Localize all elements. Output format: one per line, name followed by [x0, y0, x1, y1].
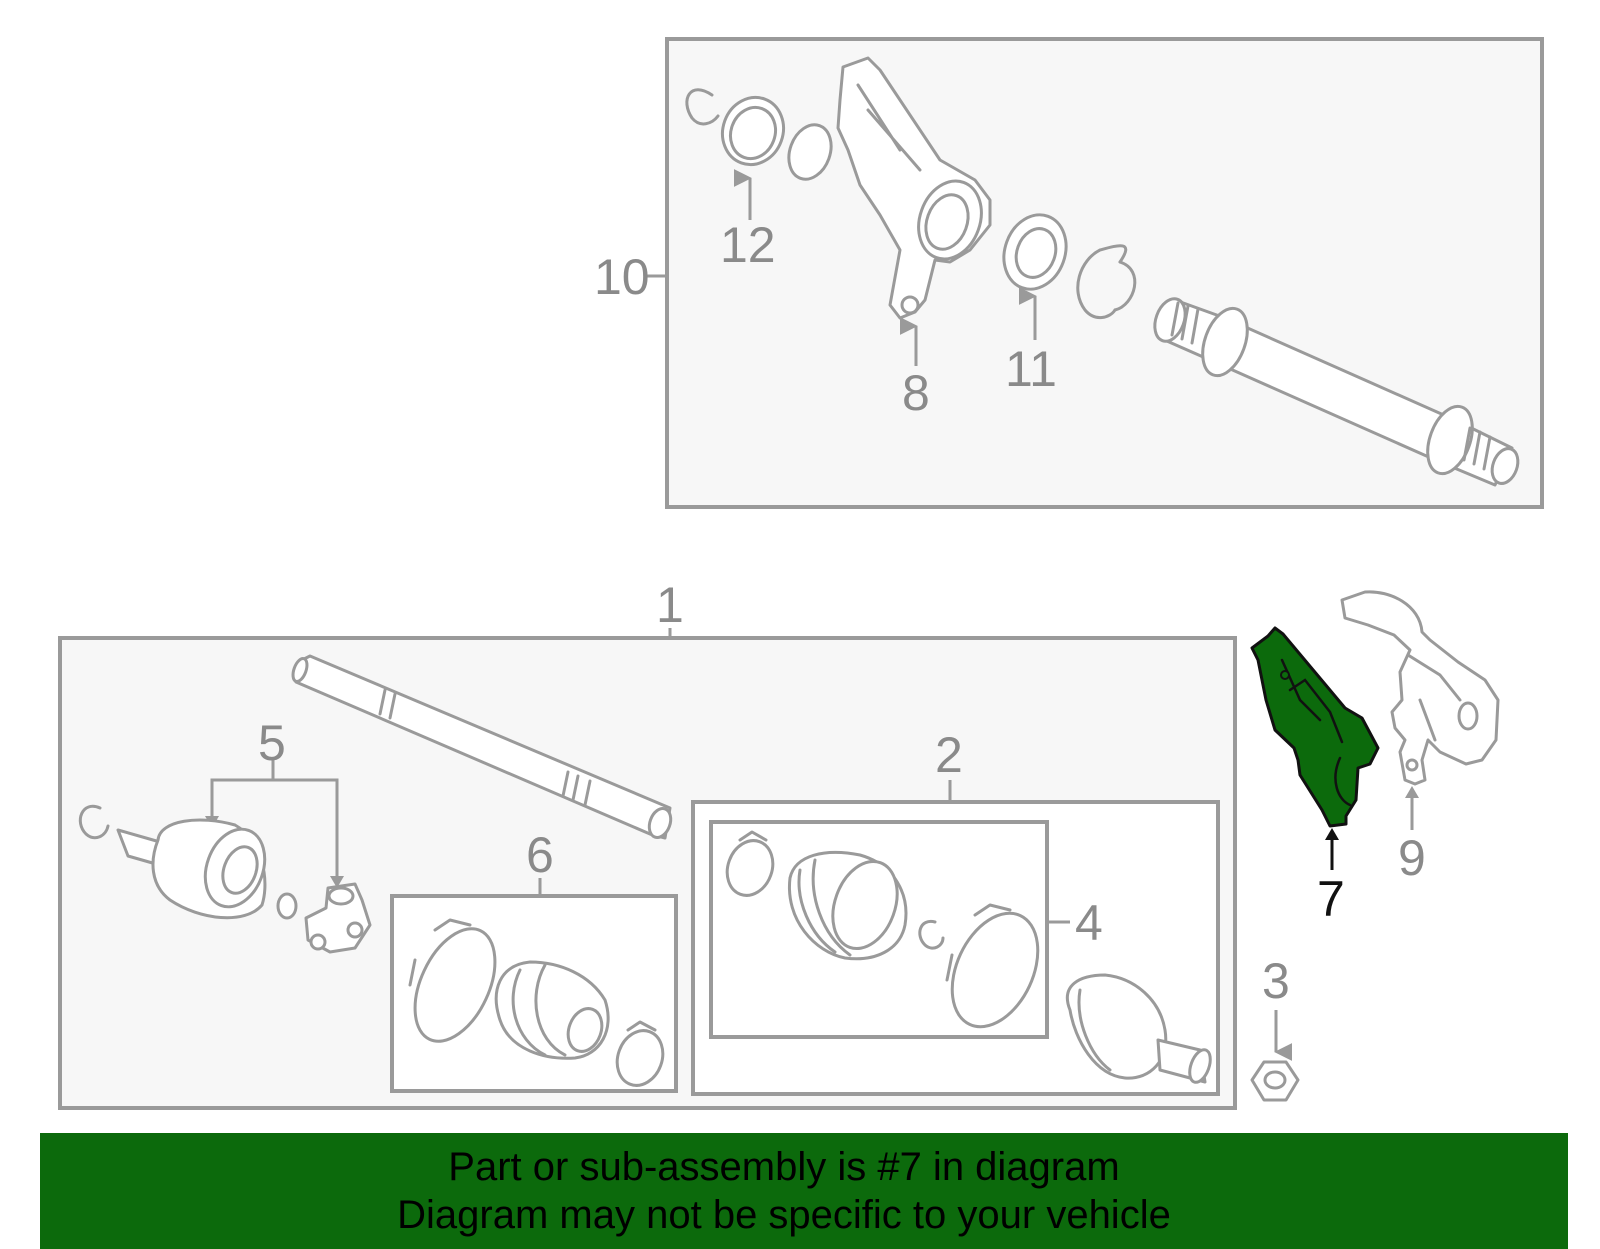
part-8-bearing-support[interactable]: [836, 56, 992, 320]
snap-ring-large-back: [1113, 260, 1137, 312]
clip-inner: [78, 804, 110, 840]
callout-2: 2: [935, 727, 963, 783]
snap-ring-large: [1076, 244, 1128, 319]
part-7-bracket-highlighted[interactable]: [1250, 626, 1380, 828]
drive-shaft-assembly-group: 1 5 6: [58, 577, 1237, 1110]
part-6-boot-kit[interactable]: [399, 916, 670, 1092]
callout-8: 8: [902, 365, 930, 421]
callout-5: 5: [258, 715, 286, 771]
part-3-nut[interactable]: 3: [1250, 953, 1300, 1102]
leader-5-bracket: [210, 778, 339, 882]
callout-7: 7: [1317, 871, 1345, 927]
callout-9: 9: [1398, 830, 1426, 886]
callout-11: 11: [1005, 341, 1057, 397]
part-12-seal[interactable]: [713, 89, 793, 173]
callout-10: 10: [594, 249, 650, 305]
half-shaft-assembly-group: 10 12 8 11: [594, 37, 1544, 509]
callout-4: 4: [1075, 895, 1103, 951]
info-banner: Part or sub-assembly is #7 in diagram Di…: [40, 1133, 1568, 1249]
intermediate-shaft: [1153, 297, 1520, 487]
banner-line-1: Part or sub-assembly is #7 in diagram: [448, 1145, 1120, 1189]
snap-ring-small: [685, 88, 720, 126]
callout-1: 1: [656, 577, 684, 633]
outer-cv-joint: [1066, 973, 1212, 1084]
callout-3: 3: [1262, 953, 1290, 1009]
part-4-boot-clamp-kit[interactable]: [720, 830, 1055, 1040]
o-ring: [787, 123, 833, 181]
clip-outer: [918, 919, 945, 950]
axle-shaft: [291, 654, 673, 840]
callout-12: 12: [720, 217, 776, 273]
banner-line-2: Diagram may not be specific to your vehi…: [397, 1193, 1171, 1237]
part-5-inner-joint[interactable]: [116, 818, 372, 954]
part-9-heat-shield[interactable]: [1340, 590, 1500, 786]
callout-6: 6: [526, 827, 554, 883]
